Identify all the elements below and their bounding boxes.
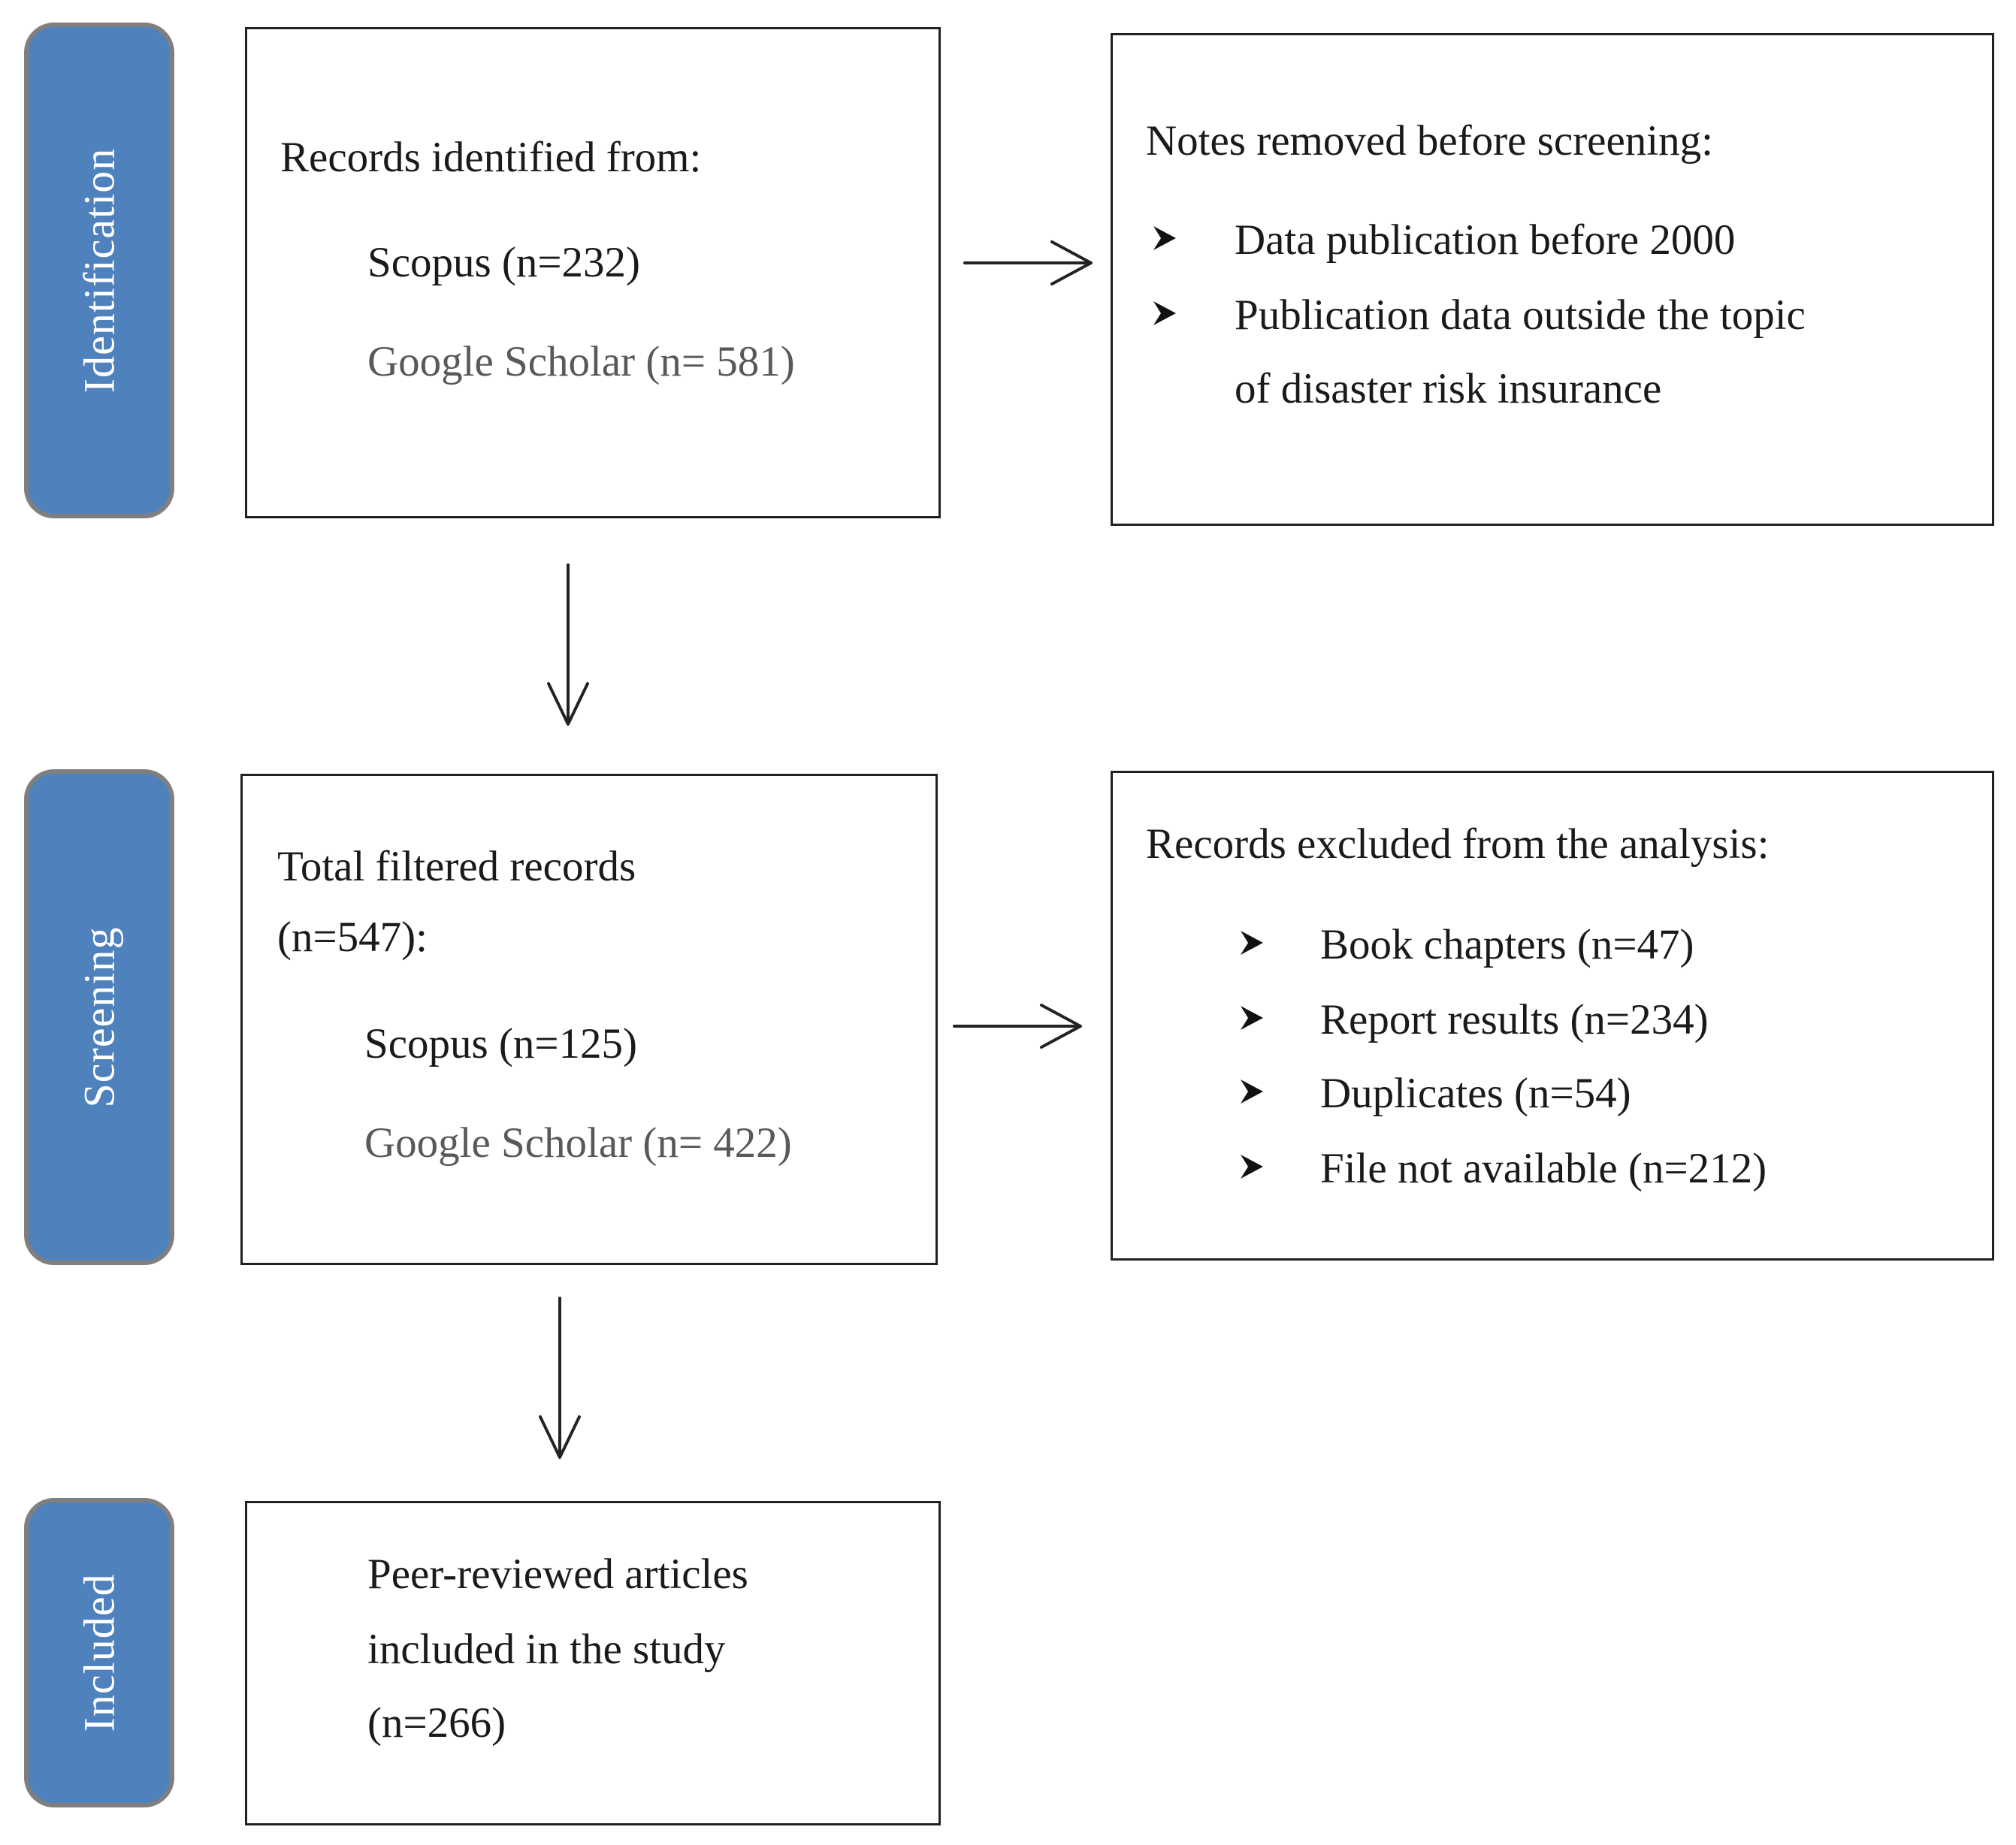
notes-removed-item-2-continued: of disaster risk insurance xyxy=(1235,365,1662,412)
records-excluded-heading: Records excluded from the analysis: xyxy=(1146,820,1770,868)
filtered-records-google-scholar: Google Scholar (n= 422) xyxy=(364,1119,792,1167)
arrow-down-icon xyxy=(539,1297,581,1459)
arrow-bullet-icon xyxy=(1241,1155,1263,1179)
arrow-right-icon xyxy=(953,1004,1082,1049)
arrow-down-icon xyxy=(547,563,589,726)
arrow-bullet-icon xyxy=(1153,226,1176,250)
arrow-bullet-icon xyxy=(1241,931,1263,955)
filtered-records-heading: Total filtered records xyxy=(277,843,636,890)
records-excluded-item-4: File not available (n=212) xyxy=(1320,1145,1767,1192)
records-excluded-item-3: Duplicates (n=54) xyxy=(1320,1070,1631,1117)
records-identified-scopus: Scopus (n=232) xyxy=(367,239,641,286)
phase-included: Included xyxy=(24,1498,174,1807)
records-identified-box: Records identified from: Scopus (n=232) … xyxy=(245,27,941,518)
filtered-records-scopus: Scopus (n=125) xyxy=(364,1020,638,1067)
notes-removed-box: Notes removed before screening: Data pub… xyxy=(1111,33,1994,526)
arrow-bullet-icon xyxy=(1241,1080,1263,1104)
included-studies-line-1: Peer-reviewed articles xyxy=(367,1551,748,1598)
records-identified-heading: Records identified from: xyxy=(280,134,702,181)
arrow-bullet-icon xyxy=(1153,301,1176,325)
included-studies-count: (n=266) xyxy=(367,1699,506,1747)
filtered-records-box: Total filtered records (n=547): Scopus (… xyxy=(240,774,938,1265)
notes-removed-item-2: Publication data outside the topic xyxy=(1235,291,1806,339)
notes-removed-item-1: Data publication before 2000 xyxy=(1235,216,1736,264)
phase-screening: Screening xyxy=(24,769,174,1265)
arrow-right-icon xyxy=(963,240,1093,285)
records-identified-google-scholar: Google Scholar (n= 581) xyxy=(367,338,795,385)
phase-identification: Identification xyxy=(24,23,174,518)
filtered-records-total: (n=547): xyxy=(277,913,428,961)
notes-removed-heading: Notes removed before screening: xyxy=(1146,117,1713,165)
records-excluded-item-2: Report results (n=234) xyxy=(1320,996,1709,1043)
records-excluded-item-1: Book chapters (n=47) xyxy=(1320,921,1694,968)
included-studies-line-2: included in the study xyxy=(367,1626,726,1673)
included-studies-box: Peer-reviewed articles included in the s… xyxy=(245,1501,941,1825)
records-excluded-box: Records excluded from the analysis: Book… xyxy=(1111,771,1994,1261)
arrow-bullet-icon xyxy=(1241,1006,1263,1030)
